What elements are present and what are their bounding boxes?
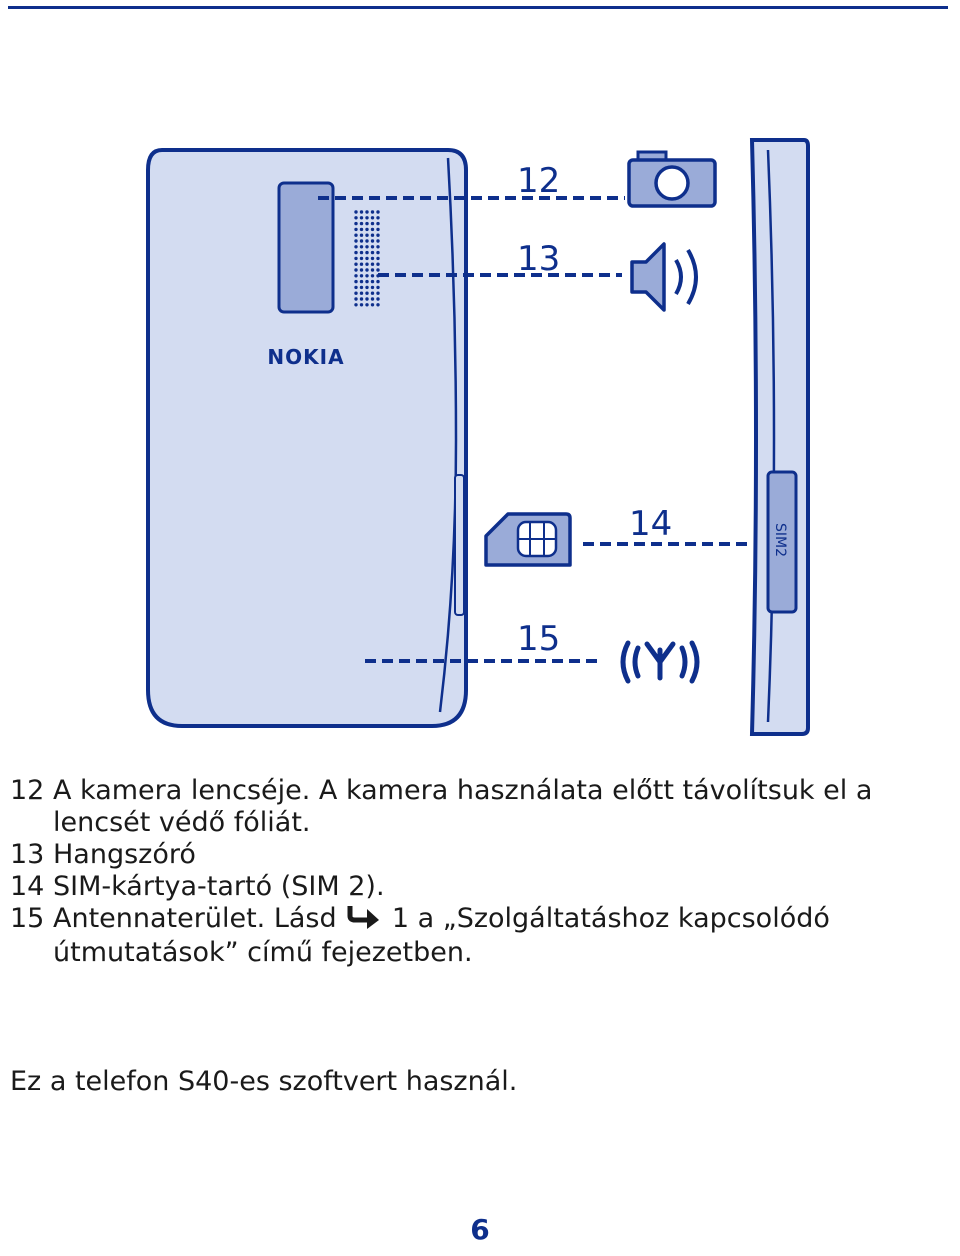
page-number: 6: [470, 1213, 490, 1246]
speaker-grille: [354, 210, 380, 307]
camera-icon: [627, 150, 717, 208]
legend-number: 15: [10, 903, 45, 934]
brand-logo: NOKIA: [267, 345, 344, 369]
phone-diagram: NOKIA SIM2 12 13 14 15: [146, 138, 810, 736]
legend-text-after: 1 a „Szolgáltatáshoz kapcsolódó útmutatá…: [53, 903, 830, 968]
callout-number-12: 12: [517, 161, 560, 201]
callout-number-15: 15: [517, 619, 560, 659]
legend-item-15: 15 Antennaterület. Lásd 1 a „Szolgáltatá…: [10, 903, 910, 969]
legend-item-13: 13 Hangszóró: [10, 839, 910, 871]
camera-lens: [277, 181, 335, 314]
sim2-label: SIM2: [772, 523, 788, 557]
legend-number: 14: [10, 871, 45, 902]
arrow-icon: [347, 903, 381, 937]
sim-card-icon: [484, 512, 572, 567]
top-rule: [8, 6, 948, 9]
legend: 12 A kamera lencséje. A kamera használat…: [10, 775, 910, 969]
legend-text-before: Antennaterület. Lásd: [53, 903, 337, 934]
callout-number-14: 14: [629, 504, 672, 544]
phone-side: SIM2: [749, 138, 810, 736]
legend-text: A kamera lencséje. A kamera használata e…: [53, 775, 873, 838]
footnote: Ez a telefon S40-es szoftvert használ.: [10, 1066, 518, 1097]
speaker-icon: [630, 242, 698, 312]
phone-back: NOKIA: [146, 148, 468, 728]
antenna-icon: [620, 640, 700, 684]
legend-number: 13: [10, 839, 45, 870]
callout-number-13: 13: [517, 239, 560, 279]
legend-number: 12: [10, 775, 45, 806]
legend-item-14: 14 SIM-kártya-tartó (SIM 2).: [10, 871, 910, 903]
legend-text: SIM-kártya-tartó (SIM 2).: [53, 871, 385, 902]
sim2-slot: [766, 470, 798, 614]
legend-text: Hangszóró: [53, 839, 196, 870]
legend-item-12: 12 A kamera lencséje. A kamera használat…: [10, 775, 910, 839]
